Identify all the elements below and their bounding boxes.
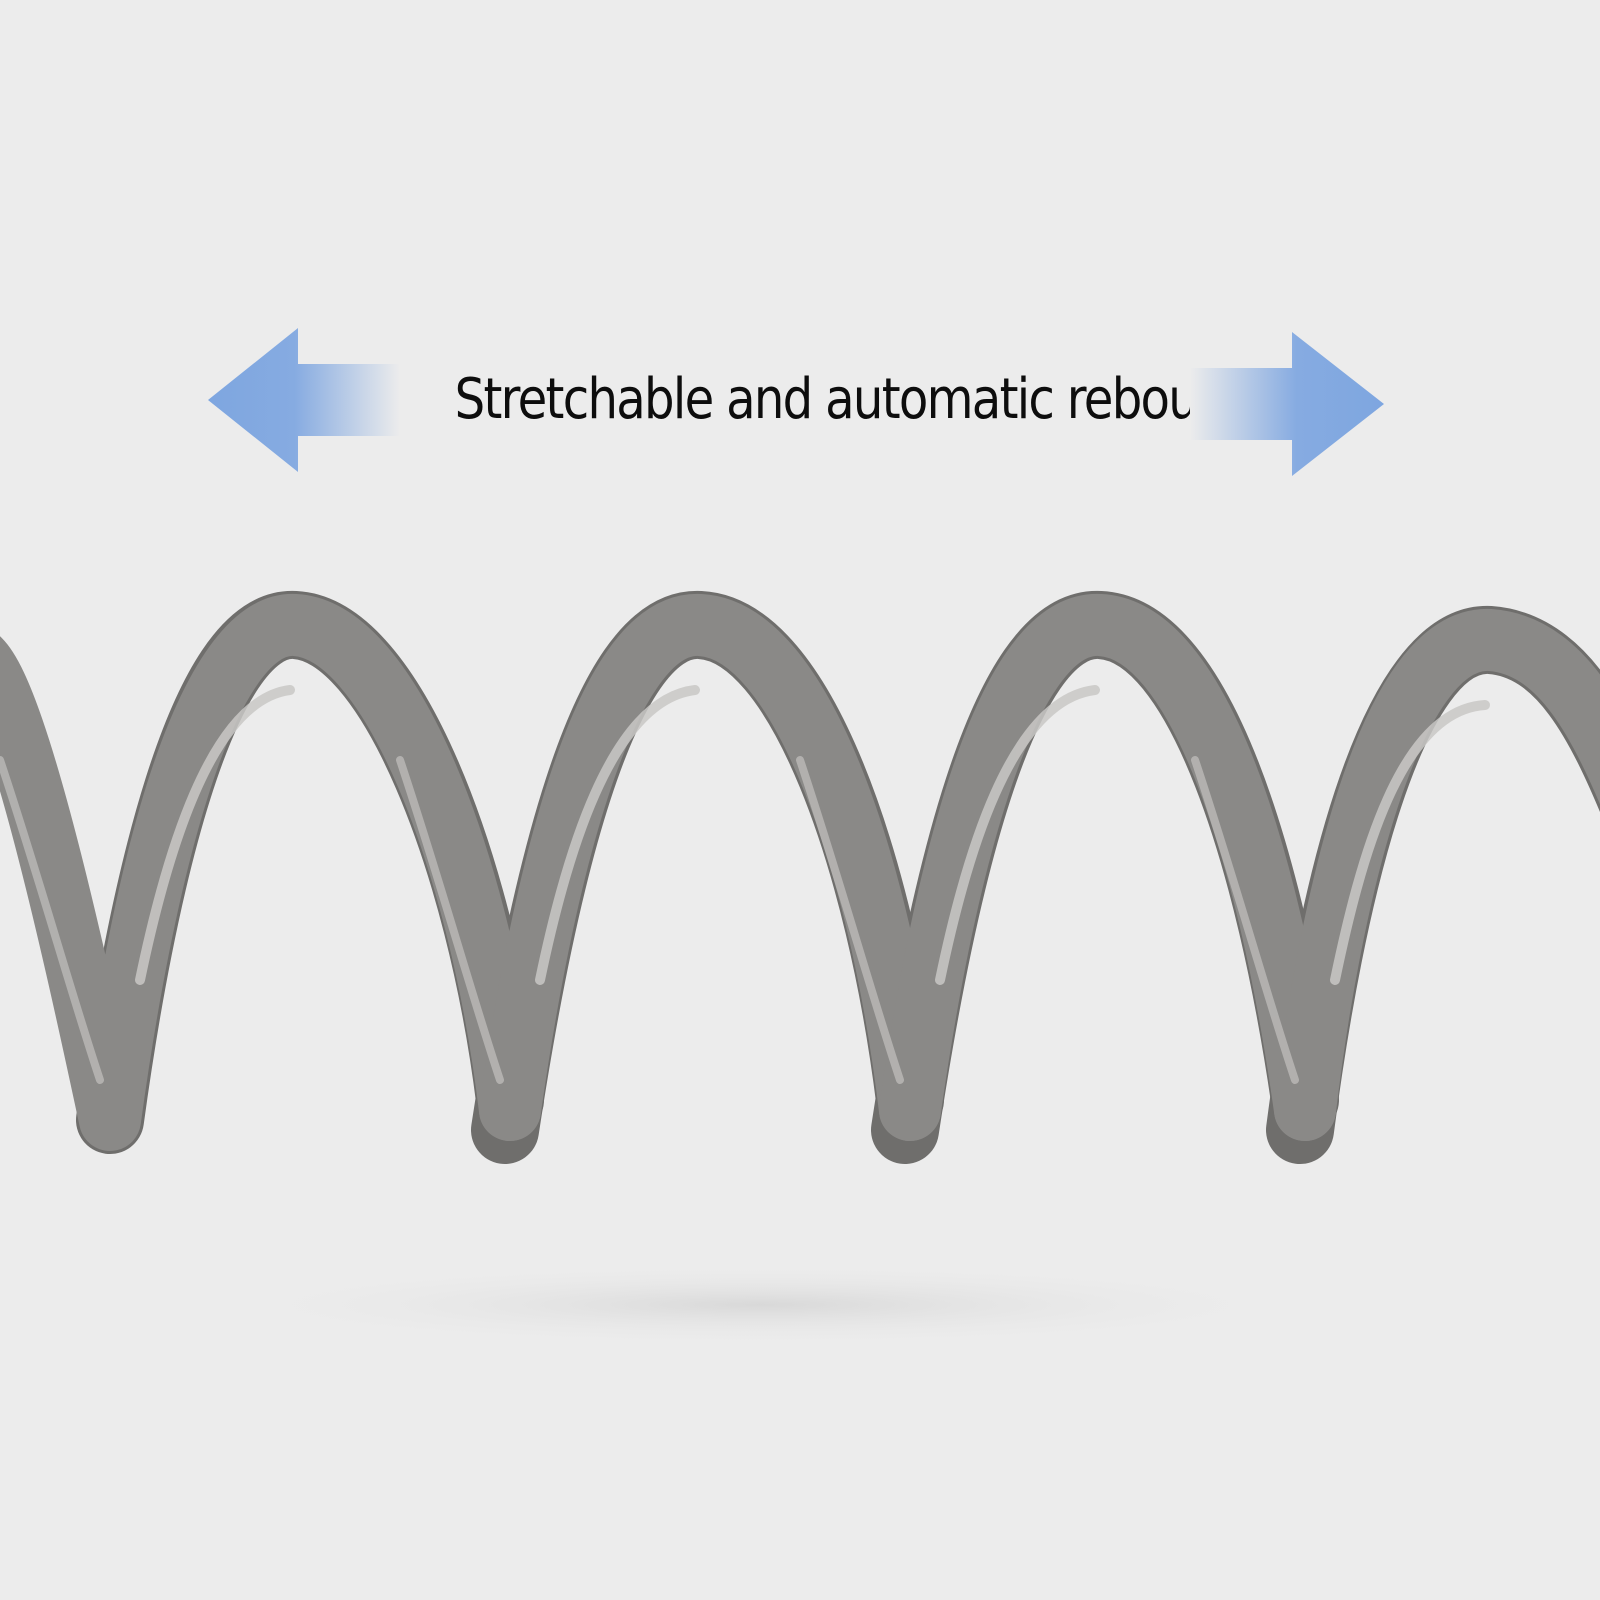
- caption-text: Stretchable and automatic rebound: [454, 367, 1257, 432]
- spring-shadow: [200, 1263, 1320, 1347]
- caption-row: Stretchable and automatic rebound: [0, 320, 1600, 480]
- arrow-left-icon: [208, 328, 400, 472]
- spring-front-coils: [0, 594, 1600, 1151]
- spring-highlights: [0, 685, 1490, 1084]
- arrow-right-icon: [1190, 332, 1384, 476]
- coiled-spring: [0, 591, 1600, 1347]
